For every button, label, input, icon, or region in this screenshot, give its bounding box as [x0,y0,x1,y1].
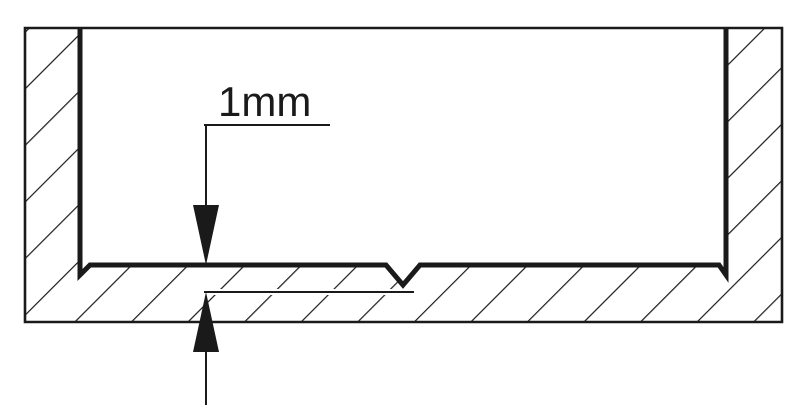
bottom-arrow-head [193,292,219,352]
top-arrow-head [193,205,219,265]
part-cross-section [25,28,782,322]
outer-outline [23,26,784,324]
inner-cavity-outline [77,28,729,289]
dimension-label: 1mm [218,78,311,125]
